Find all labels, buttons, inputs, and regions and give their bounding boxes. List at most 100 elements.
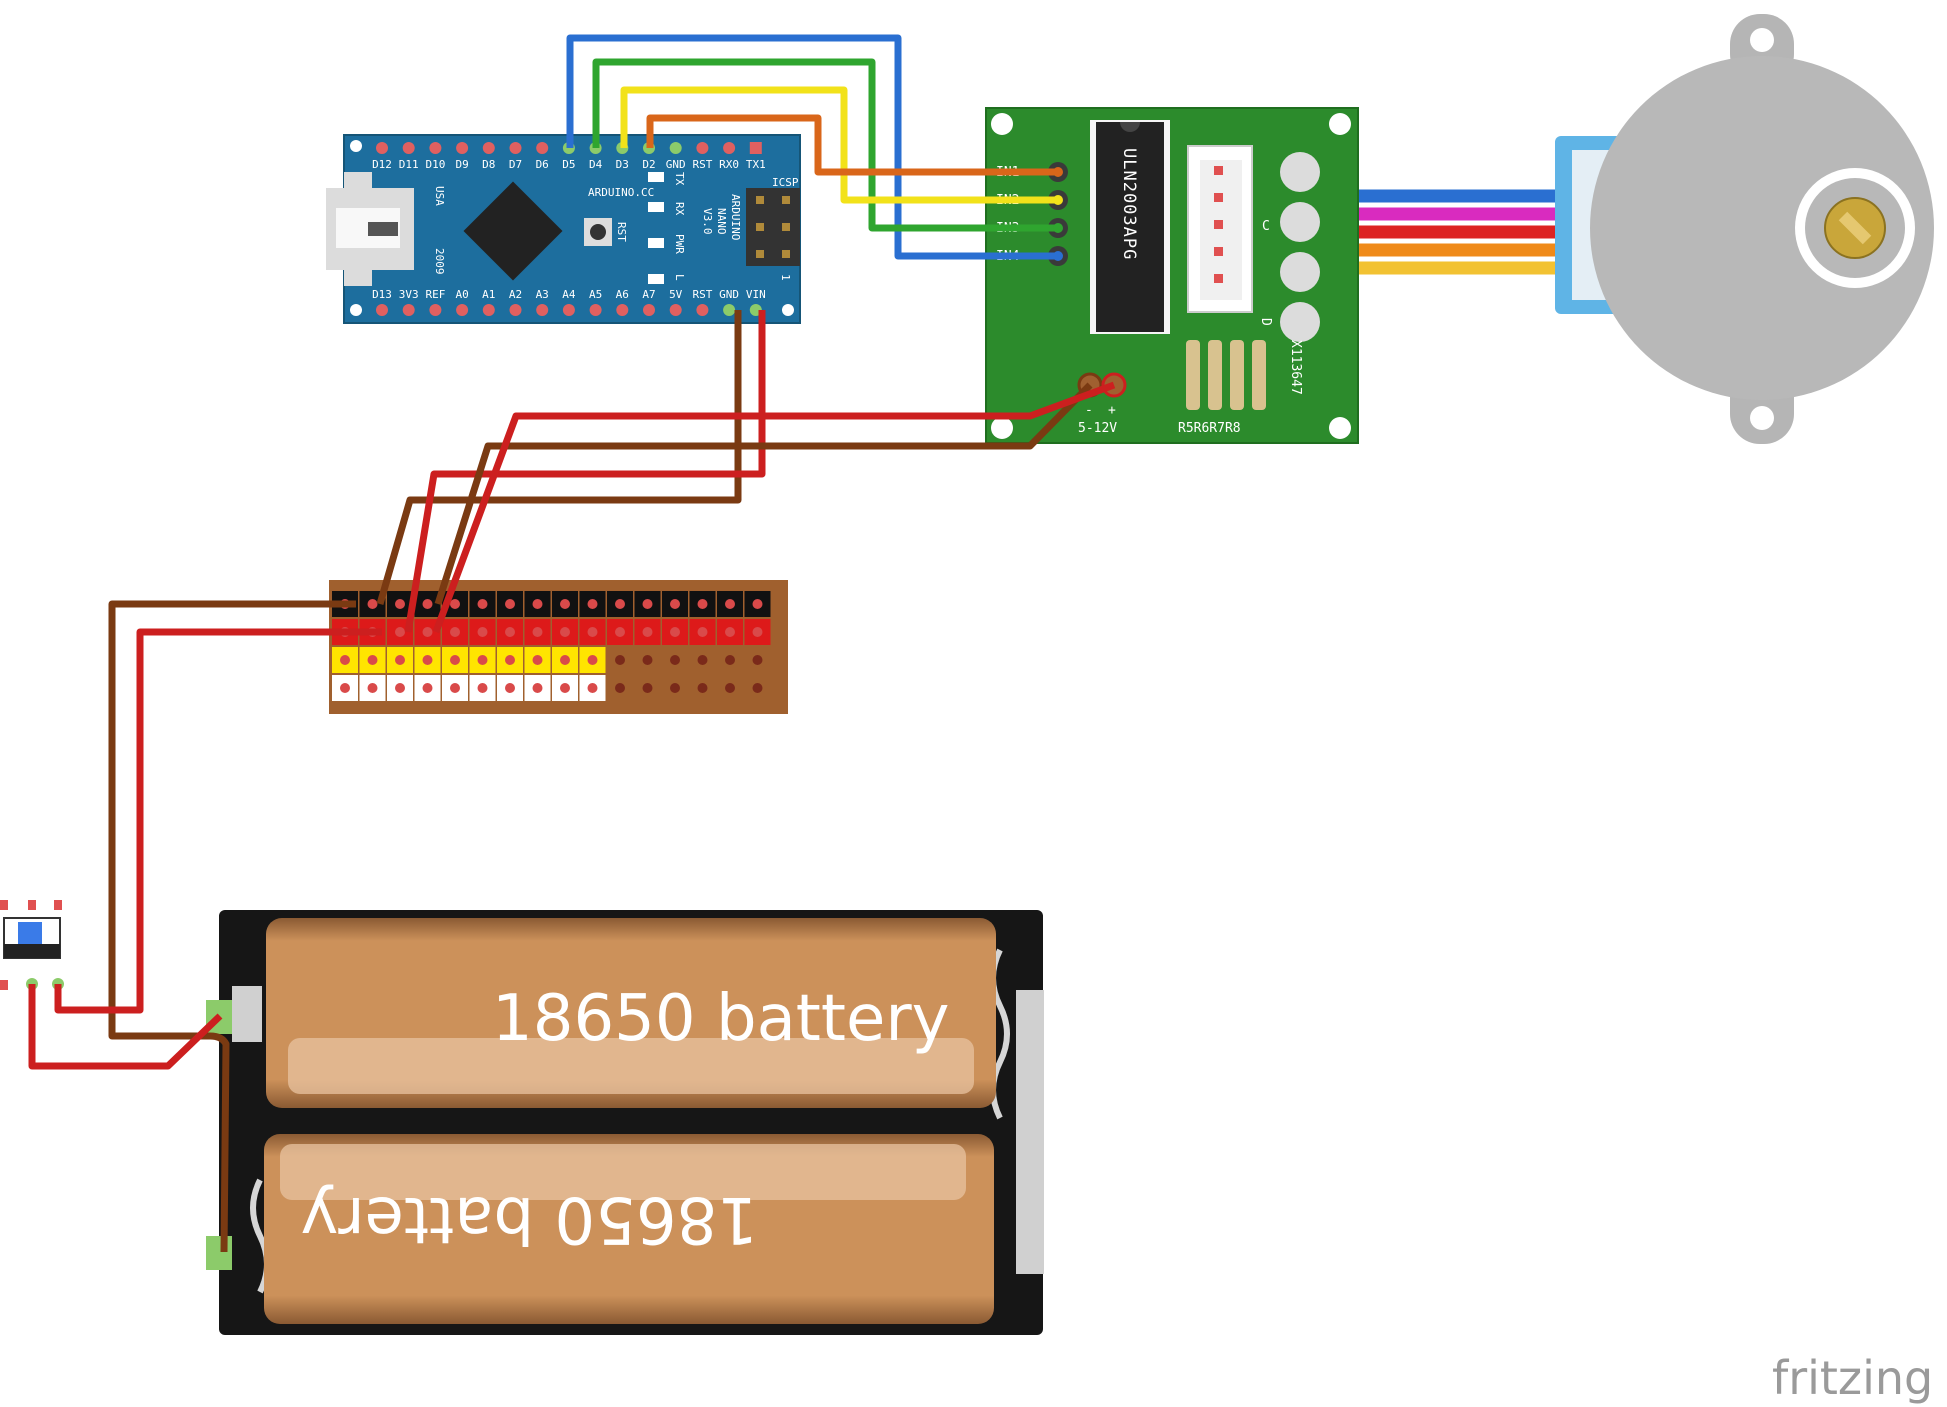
terminal-hole[interactable] — [587, 655, 598, 665]
nano-pin-label: D8 — [482, 158, 495, 171]
terminal-hole[interactable] — [615, 655, 625, 665]
terminal-hole[interactable] — [587, 599, 598, 609]
nano-pin-bottom-a5[interactable] — [589, 304, 602, 316]
nano-pin-label: VIN — [746, 288, 766, 301]
terminal-hole[interactable] — [422, 627, 433, 637]
terminal-hole[interactable] — [450, 655, 460, 665]
terminal-hole[interactable] — [725, 683, 735, 693]
driver-hole-bl — [991, 417, 1013, 439]
terminal-hole[interactable] — [697, 599, 708, 609]
switch-pin — [0, 900, 8, 910]
terminal-hole[interactable] — [450, 627, 460, 637]
terminal-hole[interactable] — [395, 655, 405, 665]
terminal-hole[interactable] — [752, 683, 763, 693]
terminal-hole[interactable] — [560, 599, 570, 609]
terminal-hole[interactable] — [642, 683, 653, 693]
terminal-hole[interactable] — [560, 683, 570, 693]
battery-2-highlight — [280, 1144, 966, 1200]
nano-pin-gnd[interactable] — [669, 142, 682, 154]
terminal-hole[interactable] — [395, 599, 405, 609]
terminal-hole[interactable] — [450, 599, 460, 609]
nano-pin-bottom-a7[interactable] — [643, 304, 655, 316]
nano-pin-d7[interactable] — [509, 142, 522, 154]
terminal-hole[interactable] — [725, 627, 735, 637]
terminal-hole[interactable] — [505, 655, 515, 665]
nano-pin-d12[interactable] — [376, 142, 388, 154]
terminal-hole[interactable] — [450, 683, 460, 693]
terminal-hole[interactable] — [477, 627, 488, 637]
terminal-hole[interactable] — [532, 683, 543, 693]
terminal-hole[interactable] — [340, 683, 350, 693]
terminal-hole[interactable] — [340, 655, 350, 665]
terminal-hole[interactable] — [422, 655, 433, 665]
terminal-hole[interactable] — [532, 627, 543, 637]
nano-pin-bottom-gnd[interactable] — [723, 304, 736, 316]
terminal-hole[interactable] — [697, 655, 708, 665]
nano-pin-d8[interactable] — [482, 142, 495, 154]
nano-pin-bottom-a0[interactable] — [456, 304, 469, 316]
terminal-hole[interactable] — [725, 599, 735, 609]
nano-pin-rx0[interactable] — [723, 142, 736, 154]
terminal-hole[interactable] — [477, 599, 488, 609]
switch-slider[interactable] — [18, 922, 42, 944]
driver-led-a — [1280, 152, 1320, 192]
terminal-hole[interactable] — [752, 627, 763, 637]
terminal-hole[interactable] — [477, 655, 488, 665]
terminal-hole[interactable] — [752, 599, 763, 609]
nano-pin-bottom-3v3[interactable] — [402, 304, 415, 316]
terminal-hole[interactable] — [615, 627, 625, 637]
terminal-hole[interactable] — [505, 599, 515, 609]
nano-pin-bottom-5v[interactable] — [669, 304, 682, 316]
terminal-hole[interactable] — [587, 683, 598, 693]
terminal-hole[interactable] — [670, 599, 680, 609]
terminal-hole[interactable] — [505, 627, 515, 637]
terminal-hole[interactable] — [670, 627, 680, 637]
nano-pin-tx1[interactable] — [749, 142, 762, 154]
terminal-hole[interactable] — [670, 683, 680, 693]
terminal-hole[interactable] — [367, 683, 378, 693]
nano-pin-d11[interactable] — [402, 142, 415, 154]
terminal-hole[interactable] — [477, 683, 488, 693]
nano-pin-d10[interactable] — [429, 142, 442, 154]
nano-pin-d6[interactable] — [536, 142, 549, 154]
holder-terminal-bottom[interactable] — [206, 1236, 232, 1270]
nano-pin-bottom-a1[interactable] — [482, 304, 495, 316]
terminal-hole[interactable] — [670, 655, 680, 665]
nano-pin-bottom-a6[interactable] — [616, 304, 629, 316]
terminal-hole[interactable] — [752, 655, 763, 665]
terminal-hole[interactable] — [615, 683, 625, 693]
wire-nano-vin — [404, 310, 766, 633]
wire-driver-plus — [432, 381, 1116, 634]
terminal-hole[interactable] — [560, 655, 570, 665]
terminal-hole[interactable] — [367, 655, 378, 665]
terminal-hole[interactable] — [642, 627, 653, 637]
nano-pin-d9[interactable] — [456, 142, 469, 154]
terminal-hole[interactable] — [587, 627, 598, 637]
terminal-hole[interactable] — [395, 683, 405, 693]
terminal-hole[interactable] — [532, 655, 543, 665]
terminal-hole[interactable] — [725, 655, 735, 665]
terminal-hole[interactable] — [422, 683, 433, 693]
reset-button-cap[interactable] — [590, 224, 606, 240]
terminal-hole[interactable] — [505, 683, 515, 693]
terminal-hole[interactable] — [532, 599, 543, 609]
terminal-hole[interactable] — [697, 683, 708, 693]
nano-pin-bottom-d13[interactable] — [376, 304, 388, 316]
terminal-hole[interactable] — [422, 599, 433, 609]
terminal-hole[interactable] — [395, 627, 405, 637]
terminal-hole[interactable] — [367, 599, 378, 609]
nano-pin-bottom-ref[interactable] — [429, 304, 442, 316]
nano-pin-label: D9 — [455, 158, 468, 171]
terminal-hole[interactable] — [642, 599, 653, 609]
nano-pin-bottom-a4[interactable] — [562, 304, 575, 316]
nano-pin-bottom-rst[interactable] — [696, 304, 709, 316]
terminal-hole[interactable] — [697, 627, 708, 637]
terminal-hole[interactable] — [560, 627, 570, 637]
terminal-hole[interactable] — [615, 599, 625, 609]
nano-pin-bottom-a2[interactable] — [509, 304, 522, 316]
battery-1-label: 18650 battery — [492, 982, 950, 1056]
nano-pin-rst[interactable] — [696, 142, 709, 154]
icsp-label: ICSP — [772, 176, 799, 189]
nano-pin-bottom-a3[interactable] — [536, 304, 549, 316]
terminal-hole[interactable] — [642, 655, 653, 665]
